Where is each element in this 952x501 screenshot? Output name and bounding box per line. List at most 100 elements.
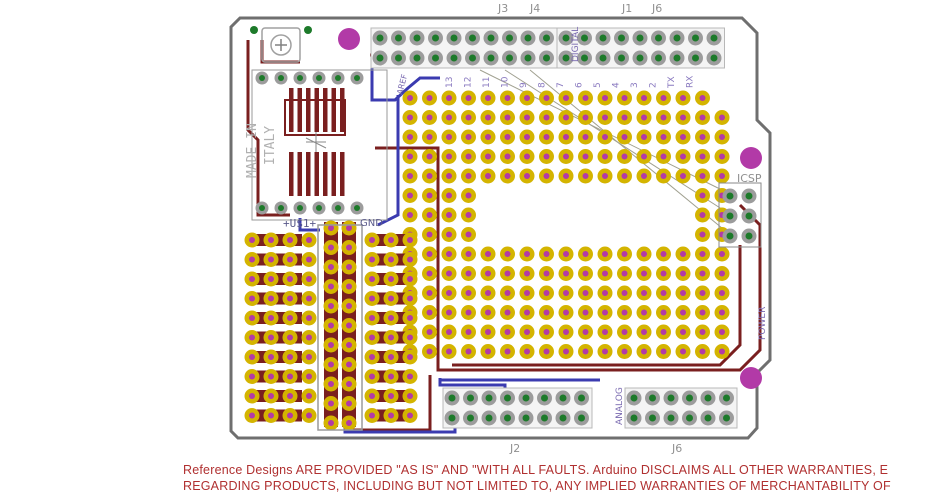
proto-pad (656, 149, 671, 164)
strip-pad (263, 330, 279, 345)
proto-pad (500, 149, 515, 164)
proto-pad (675, 90, 691, 106)
strip-pad (244, 330, 260, 345)
proto-pad (402, 168, 418, 184)
proto-pad (656, 344, 671, 359)
proto-pad (441, 188, 457, 203)
proto-pad (617, 324, 632, 340)
header-pin (537, 390, 552, 406)
strip-pad (282, 291, 298, 306)
proto-pad (441, 207, 457, 223)
strip-pad (402, 369, 418, 384)
proto-pad (578, 266, 593, 281)
strip-pad (383, 291, 399, 306)
proto-pad (500, 266, 515, 281)
proto-pad (519, 285, 535, 301)
pin-label: RX (686, 76, 696, 88)
proto-pad (656, 285, 671, 301)
proto-pad (656, 246, 671, 262)
icsp-pin (722, 228, 738, 244)
proto-pad (695, 149, 710, 164)
bus-pad (323, 259, 339, 275)
proto-pad (441, 168, 457, 184)
header-label-j6-top: J6 (651, 2, 662, 15)
proto-pad (714, 266, 730, 281)
proto-pad (480, 168, 496, 184)
proto-pad (558, 246, 574, 262)
header-pin (626, 390, 642, 406)
proto-pad (480, 266, 496, 281)
bus-pad (323, 396, 339, 411)
soic-pad (323, 88, 328, 132)
proto-pad (461, 110, 476, 125)
proto-pad (500, 285, 515, 301)
strip-pad (263, 408, 279, 423)
proto-pad (539, 110, 554, 125)
proto-pad (695, 285, 710, 301)
strip-pad (364, 330, 380, 345)
soic-pad (306, 152, 311, 196)
header-pin (446, 50, 462, 66)
strip-pad (301, 388, 317, 404)
strip-pad (263, 291, 279, 306)
header-pin (465, 30, 480, 46)
proto-pad (558, 285, 574, 301)
proto-pad (519, 324, 535, 340)
proto-pad (441, 324, 457, 340)
proto-pad (441, 149, 457, 164)
proto-pad (636, 149, 652, 164)
strip-pad (244, 388, 260, 404)
header-pin (483, 50, 499, 66)
proto-pad (617, 344, 632, 359)
proto-pad (441, 305, 457, 320)
header-pin (463, 390, 478, 406)
strip-pad (244, 271, 260, 287)
proto-pad (578, 90, 593, 106)
soic-via (331, 201, 345, 215)
proto-pad (558, 305, 574, 320)
proto-pad (441, 110, 457, 125)
prototyping-pad-grid (402, 90, 730, 359)
header-pin (574, 410, 589, 426)
strip-pad (263, 349, 279, 365)
proto-pad (422, 90, 437, 106)
bus-pad (341, 415, 357, 431)
proto-pad (422, 266, 437, 281)
proto-pad (539, 344, 554, 359)
proto-pad (636, 129, 652, 145)
strip-pad (244, 252, 260, 267)
proto-pad (558, 149, 574, 164)
proto-pad (402, 207, 418, 223)
proto-pad (558, 90, 574, 106)
proto-pad (441, 344, 457, 359)
proto-pad (539, 324, 554, 340)
proto-pad (695, 168, 710, 184)
proto-pad (675, 266, 691, 281)
proto-pad (656, 266, 671, 281)
proto-pad (480, 90, 496, 106)
proto-pad (675, 324, 691, 340)
bus-pad (323, 376, 339, 392)
proto-pad (480, 149, 496, 164)
soic-pad (306, 88, 311, 132)
proto-pad (402, 149, 418, 164)
proto-pad (422, 227, 437, 242)
proto-pad (636, 305, 652, 320)
strip-pad (301, 252, 317, 267)
header-label-j4: J4 (529, 2, 540, 15)
bus-pad (323, 357, 339, 372)
proto-pad (695, 324, 710, 340)
header-label-j1: J1 (621, 2, 632, 15)
proto-pad (539, 305, 554, 320)
header-pin (502, 30, 517, 46)
proto-pad (422, 188, 437, 203)
soic-pad (314, 88, 319, 132)
strip-pad (301, 310, 317, 326)
bus-pad (341, 396, 357, 411)
proto-pad (636, 285, 652, 301)
strip-pad (383, 330, 399, 345)
proto-pad (402, 188, 418, 203)
header-pin (688, 50, 703, 66)
header-pin (632, 30, 648, 46)
